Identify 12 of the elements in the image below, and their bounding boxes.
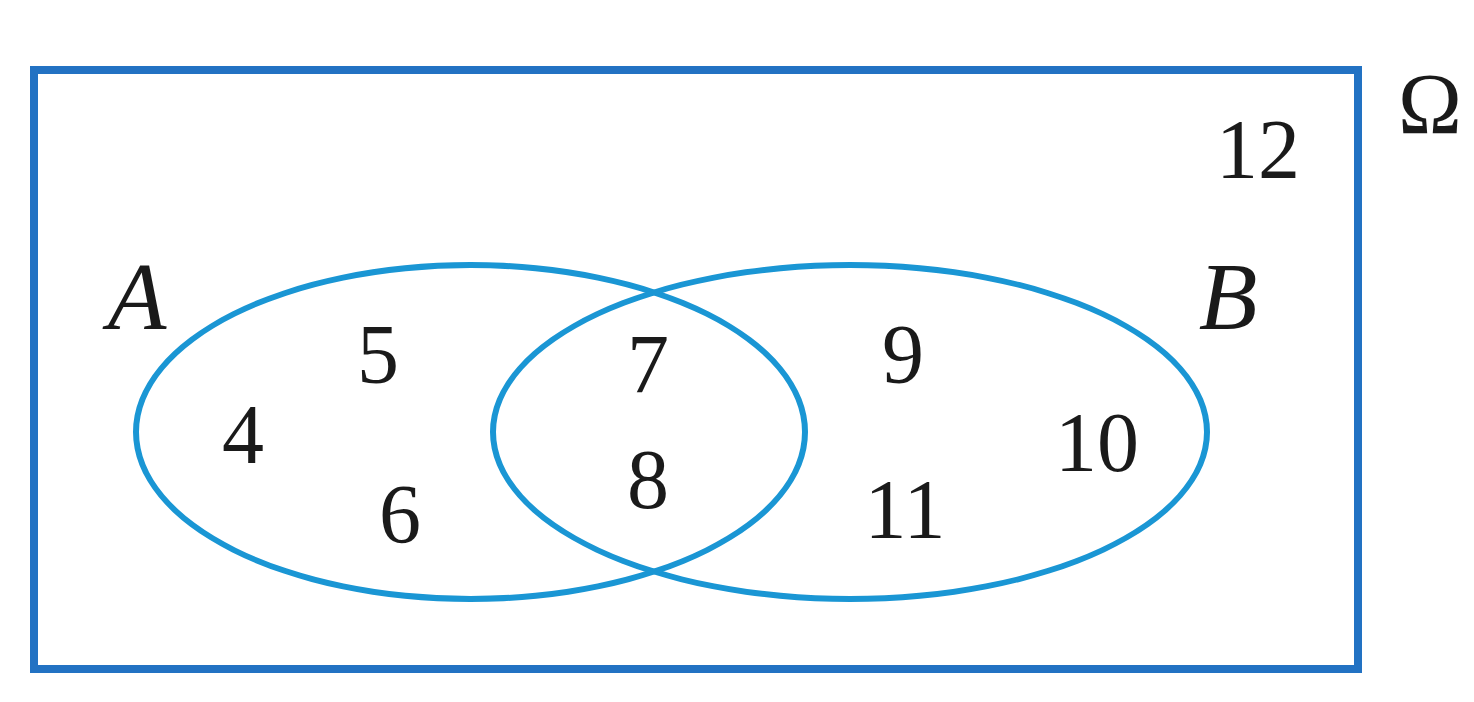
set-label: A (92, 245, 182, 349)
set-element-number: 11 (864, 468, 946, 552)
set-element-number: 9 (882, 313, 924, 397)
set-element-number: 7 (627, 323, 669, 407)
universal-set-label: Ω (1397, 61, 1463, 147)
set-label: B (1197, 245, 1259, 349)
set-element-number: 8 (627, 438, 669, 522)
set-element-number: 5 (357, 313, 399, 397)
set-element-number: 10 (1055, 401, 1139, 485)
set-element-number: 4 (222, 393, 264, 477)
set-element-number: 6 (379, 473, 421, 557)
set-element-number: 12 (1216, 108, 1300, 192)
